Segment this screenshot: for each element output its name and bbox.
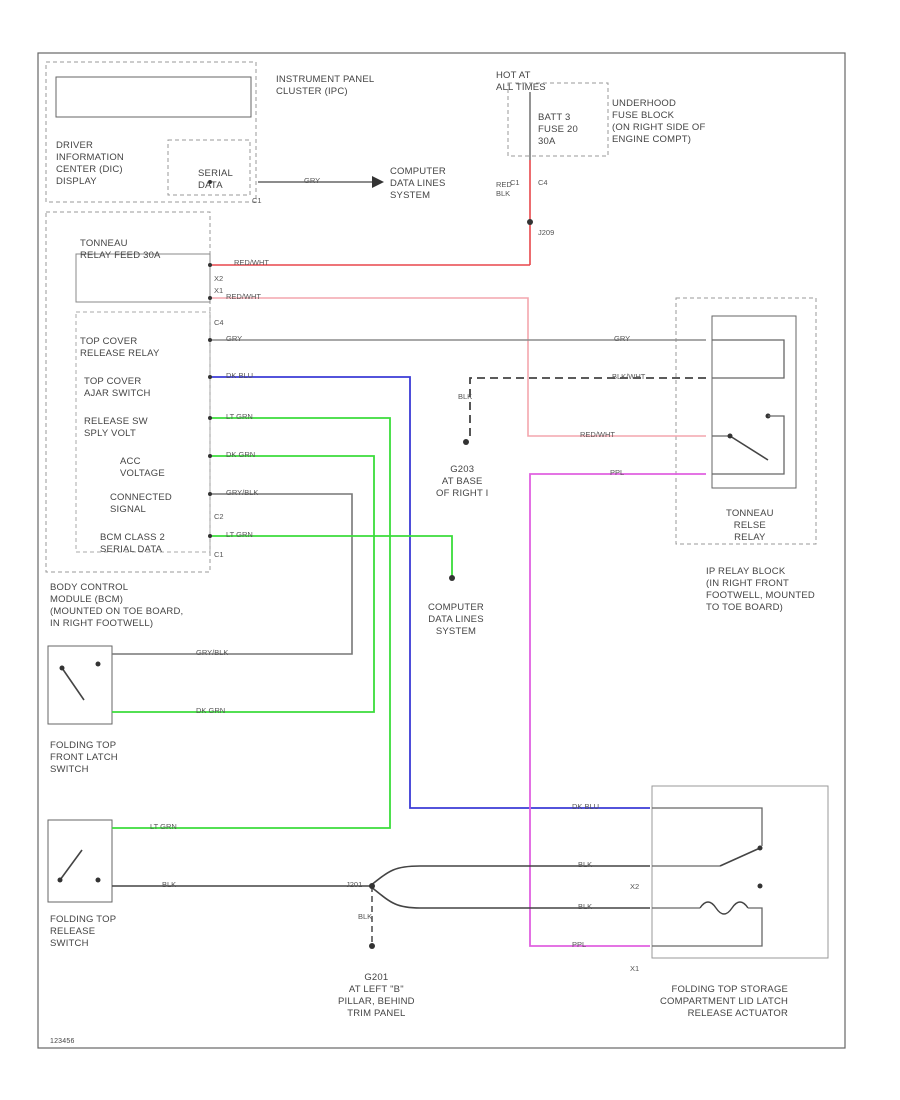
bcm-class2-label: BCM CLASS 2 SERIAL DATA xyxy=(100,532,166,555)
connector-id: C1 xyxy=(510,178,520,187)
splice-j201 xyxy=(369,883,375,889)
actuator-label: FOLDING TOP STORAGE COMPARTMENT LID LATC… xyxy=(660,984,789,1019)
wire-label: BLK xyxy=(578,860,593,869)
underhood-fuse-box xyxy=(507,82,609,157)
hot-label: HOT AT ALL TIMES xyxy=(496,70,546,93)
wire-label: GRY xyxy=(614,334,631,343)
serial-data-label: SERIAL DATA xyxy=(198,168,233,191)
connector-id: J209 xyxy=(538,228,555,237)
latch-switch-box xyxy=(47,645,113,725)
connector-id: X2 xyxy=(214,274,224,283)
wire-label: BLK xyxy=(578,902,593,911)
wire-label: DK GRN xyxy=(196,706,226,715)
ip-relay-block-box xyxy=(675,297,817,545)
switch-icon xyxy=(729,435,769,461)
top-cover-ajar-label: TOP COVER AJAR SWITCH xyxy=(84,376,151,399)
wire-label: RED BLK xyxy=(496,180,512,198)
bcm-label: BODY CONTROL MODULE (BCM) (MOUNTED ON TO… xyxy=(50,582,184,629)
wire-label: GRY/BLK xyxy=(226,488,259,497)
actuator-wiring xyxy=(652,807,763,846)
wire-label: RED/WHT xyxy=(226,292,261,301)
wire-label: DK GRN xyxy=(226,450,256,459)
wire-act-blk2 xyxy=(369,885,650,909)
connector-id: X1 xyxy=(630,964,640,973)
relay-wiring xyxy=(712,339,785,379)
wire-label: RED/WHT xyxy=(234,258,269,267)
wire-dk-blu xyxy=(210,376,650,809)
relay-contact-return xyxy=(712,415,785,475)
wire-label: PPL xyxy=(610,468,625,477)
dic-display-box xyxy=(55,76,252,118)
wire-act-blk1 xyxy=(369,865,650,887)
connector-id: C4 xyxy=(538,178,548,187)
switch-icon xyxy=(61,667,85,701)
arrow-right-icon xyxy=(372,176,384,188)
wire-label: LT GRN xyxy=(150,822,177,831)
wire-label: BLK/WHT xyxy=(612,372,646,381)
connector-id: C1 xyxy=(214,550,224,559)
relay-coil-icon xyxy=(699,901,749,915)
tonneau-feed-label: TONNEAU RELAY FEED 30A xyxy=(80,238,161,261)
wire-blk-g203 xyxy=(469,377,706,440)
actuator-box xyxy=(651,785,829,959)
ipc-label: INSTRUMENT PANEL CLUSTER (IPC) xyxy=(276,74,375,97)
wire-label: GRY xyxy=(304,176,321,185)
wire-label: RED/WHT xyxy=(580,430,615,439)
connector-id: C2 xyxy=(214,512,224,521)
release-sw-label: RELEASE SW SPLY VOLT xyxy=(84,416,148,439)
wire-label: LT GRN xyxy=(226,530,253,539)
ground-icon xyxy=(463,439,469,445)
connector-id: C4 xyxy=(214,318,224,327)
ground-icon xyxy=(449,575,455,581)
wire-label: GRY xyxy=(226,334,243,343)
wire-label: PPL xyxy=(572,940,587,949)
wire-red-wht xyxy=(210,297,706,437)
wire-label: LT GRN xyxy=(226,412,253,421)
ground-icon xyxy=(369,943,375,949)
tonneau-relay-box xyxy=(711,315,797,489)
outer-frame xyxy=(37,52,846,1049)
release-switch-label: FOLDING TOP RELEASE SWITCH xyxy=(50,914,117,949)
top-cover-relay-label: TOP COVER RELEASE RELAY xyxy=(80,336,160,359)
connector-id: J201 xyxy=(346,880,363,889)
release-switch-box xyxy=(47,819,113,903)
ip-relay-block-label: IP RELAY BLOCK (IN RIGHT FRONT FOOTWELL,… xyxy=(706,566,815,613)
switch-icon xyxy=(719,847,761,867)
connected-signal-label: CONNECTED SIGNAL xyxy=(110,492,172,515)
switch-icon xyxy=(59,849,83,881)
g203-label: G203 AT BASE OF RIGHT I xyxy=(436,464,489,499)
connector-id: C1 xyxy=(252,196,262,205)
connector-id: X2 xyxy=(630,882,640,891)
batt-fuse-label: BATT 3 FUSE 20 30A xyxy=(538,112,578,147)
connector-id: X1 xyxy=(214,286,224,295)
computer-data-label: COMPUTER DATA LINES SYSTEM xyxy=(390,166,446,201)
wire-ppl xyxy=(529,473,706,947)
ipc-box xyxy=(45,61,257,203)
latch-switch-label: FOLDING TOP FRONT LATCH SWITCH xyxy=(50,740,118,775)
underhood-label: UNDERHOOD FUSE BLOCK (ON RIGHT SIDE OF E… xyxy=(612,98,706,145)
wire-label: BLK xyxy=(358,912,373,921)
acc-voltage-label: ACC VOLTAGE xyxy=(120,456,165,479)
tonneau-relay-label: TONNEAU RELSE RELAY xyxy=(726,508,774,543)
bcm-pins xyxy=(208,180,212,538)
g201-label: G201 AT LEFT "B" PILLAR, BEHIND TRIM PAN… xyxy=(338,972,415,1019)
bcm-inner-box xyxy=(75,311,211,553)
computer-data-2-label: COMPUTER DATA LINES SYSTEM xyxy=(428,602,484,637)
wire-label: BLK xyxy=(458,392,473,401)
wire-lt-grn xyxy=(112,417,391,829)
splice-j209 xyxy=(527,219,533,225)
wire-label: GRY/BLK xyxy=(196,648,229,657)
wire-lt-grn-data xyxy=(210,535,453,576)
wire-label: DK BLU xyxy=(572,802,600,811)
dic-label: DRIVER INFORMATION CENTER (DIC) DISPLAY xyxy=(56,140,124,187)
serial-data-box xyxy=(167,139,251,196)
wire-dk-grn xyxy=(112,455,375,713)
wire-label: DK BLU xyxy=(226,371,254,380)
wire-label: BLK xyxy=(162,880,177,889)
footer-id: 123456 xyxy=(50,1038,75,1045)
tonneau-feed-box xyxy=(75,253,211,303)
wire-gry-blk xyxy=(112,493,353,655)
